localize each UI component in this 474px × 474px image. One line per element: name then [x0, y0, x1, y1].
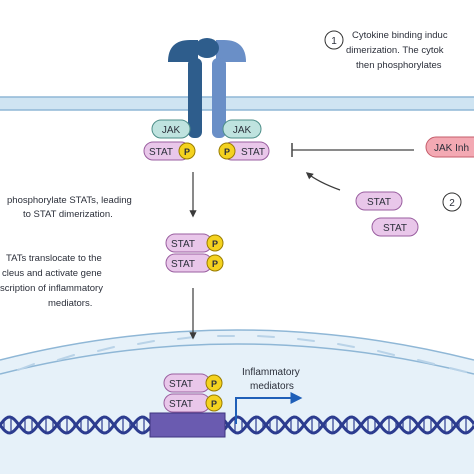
svg-text:TATs translocate to the: TATs translocate to the: [6, 253, 102, 264]
callout-1: 1 Cytokine binding induc dimerization. T…: [324, 30, 448, 71]
step-text-phosphorylate: phosphorylate STATs, leading to STAT dim…: [7, 195, 132, 220]
stat-dimer-nucleus: STAT P STAT P: [163, 373, 223, 413]
free-stat-2: STAT: [371, 217, 419, 237]
free-stat-1: STAT: [355, 191, 403, 211]
transcription-arrow: [235, 392, 303, 424]
svg-text:Inflammatory: Inflammatory: [242, 367, 300, 378]
jak-left: JAK: [151, 119, 191, 139]
stat-dimer-cytoplasm: STAT P STAT P: [165, 233, 224, 273]
svg-text:P: P: [184, 147, 190, 157]
step-text-translocate: TATs translocate to the cleus and activa…: [0, 253, 103, 309]
phospho-right: [218, 142, 236, 160]
jak-right: JAK: [222, 119, 262, 139]
svg-text:P: P: [211, 379, 217, 389]
gene-output-label: Inflammatory mediators: [242, 367, 300, 392]
callout-2: 2: [442, 192, 462, 212]
svg-text:JAK Inh: JAK Inh: [434, 143, 469, 154]
gene-promoter-box: [149, 412, 226, 438]
cell-membrane: [0, 96, 474, 111]
stat-recruit-arrow: [305, 172, 341, 191]
svg-text:to STAT dimerization.: to STAT dimerization.: [23, 209, 113, 220]
svg-text:P: P: [224, 147, 230, 157]
stat-right: STAT P: [218, 141, 270, 161]
cytokine: [195, 38, 219, 58]
svg-text:P: P: [212, 259, 218, 269]
svg-text:cleus and activate gene: cleus and activate gene: [2, 268, 102, 279]
svg-text:STAT: STAT: [171, 239, 195, 250]
stat-left: STAT P: [143, 141, 196, 161]
svg-text:STAT: STAT: [169, 379, 193, 390]
svg-text:scription of inflammatory: scription of inflammatory: [0, 283, 103, 294]
svg-text:phosphorylate STATs, leading: phosphorylate STATs, leading: [7, 195, 132, 206]
svg-text:mediators: mediators: [250, 381, 294, 392]
svg-text:dimerization. The cytok: dimerization. The cytok: [346, 45, 444, 56]
svg-text:STAT: STAT: [367, 197, 391, 208]
svg-text:mediators.: mediators.: [48, 298, 92, 309]
svg-text:STAT: STAT: [171, 259, 195, 270]
svg-text:JAK: JAK: [233, 125, 252, 136]
svg-text:1: 1: [331, 36, 337, 47]
svg-text:STAT: STAT: [169, 399, 193, 410]
jak-inhibitor: JAK Inh: [425, 136, 474, 158]
svg-text:P: P: [211, 399, 217, 409]
svg-text:STAT: STAT: [149, 147, 173, 158]
svg-text:2: 2: [449, 198, 455, 209]
svg-text:STAT: STAT: [241, 147, 265, 158]
svg-text:STAT: STAT: [383, 223, 407, 234]
svg-text:Cytokine binding induc: Cytokine binding induc: [352, 30, 448, 41]
svg-text:P: P: [212, 239, 218, 249]
cytokine-receptor: [168, 38, 246, 138]
svg-text:then phosphorylates: then phosphorylates: [356, 60, 442, 71]
phospho-left: [178, 142, 196, 160]
svg-text:JAK: JAK: [162, 125, 181, 136]
